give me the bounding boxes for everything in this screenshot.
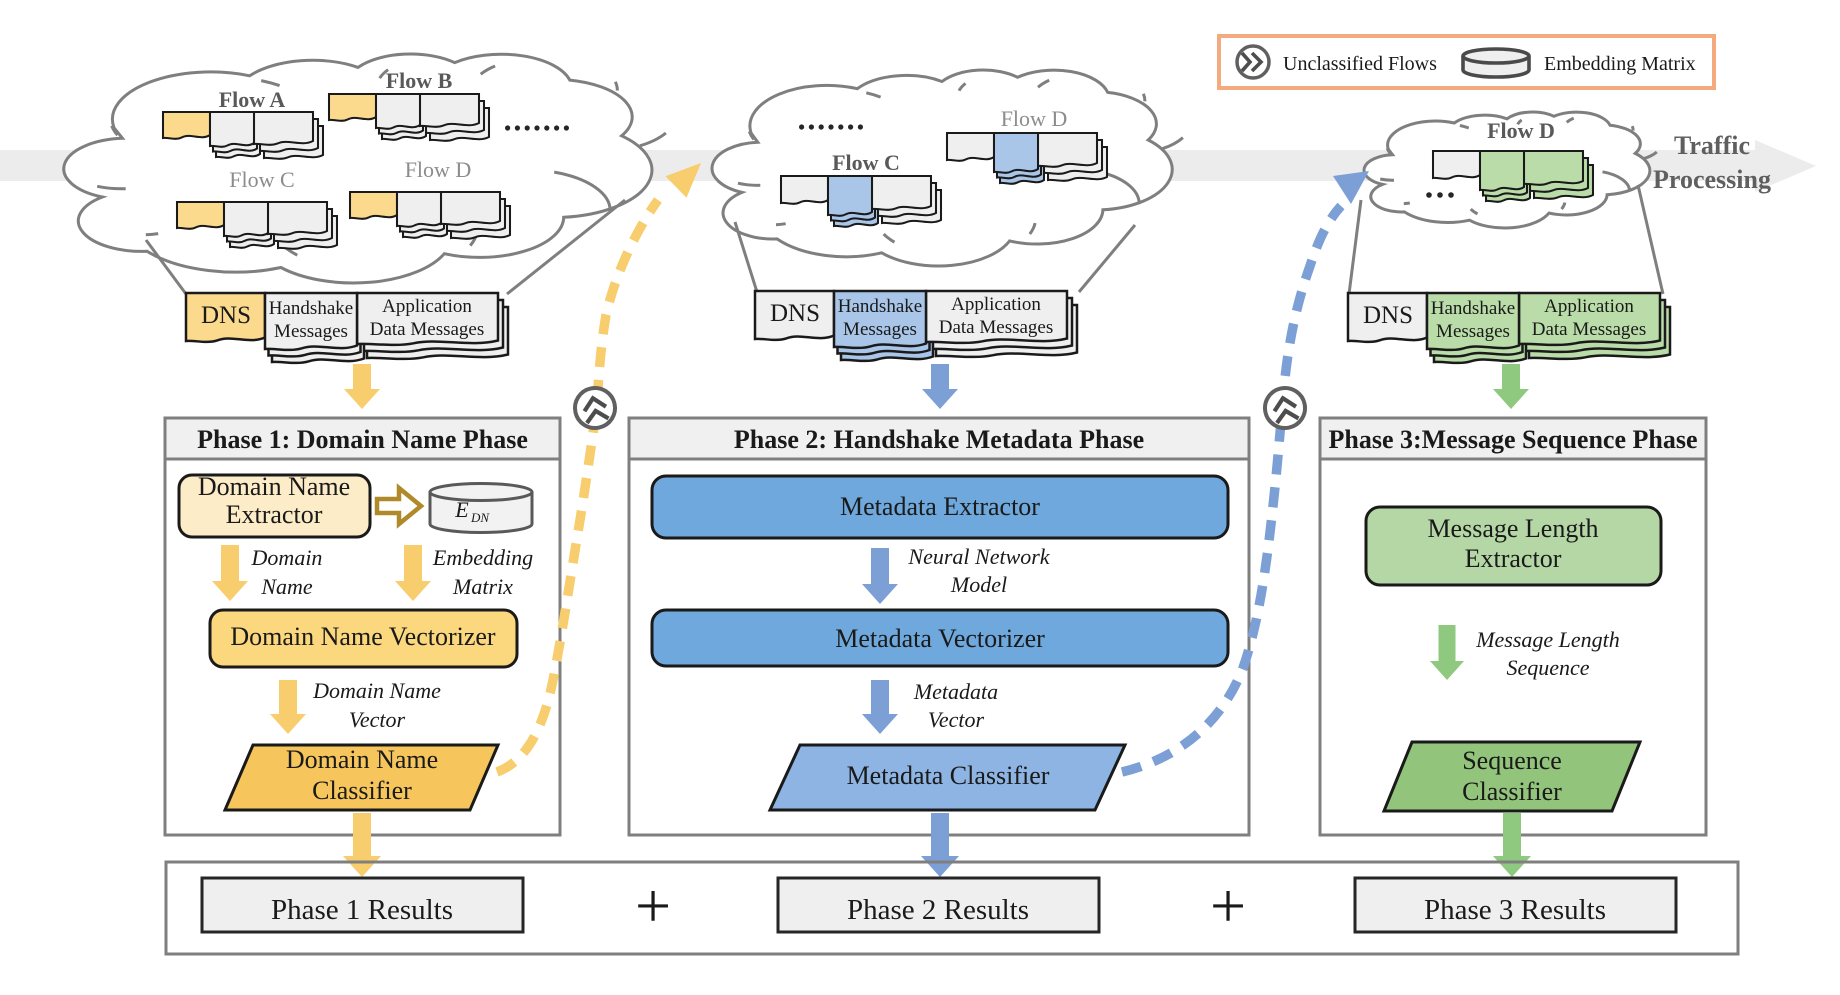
svg-text:Message Length: Message Length <box>1427 514 1598 543</box>
svg-text:Metadata Extractor: Metadata Extractor <box>840 492 1040 521</box>
svg-text:Name: Name <box>260 574 313 599</box>
svg-text:Phase 2 Results: Phase 2 Results <box>847 894 1029 926</box>
svg-text:Domain Name: Domain Name <box>198 472 350 501</box>
svg-text:Handshake: Handshake <box>269 298 353 319</box>
svg-text:Unclassified Flows: Unclassified Flows <box>1283 53 1437 75</box>
svg-text:Vector: Vector <box>349 707 406 732</box>
svg-text:Phase 1: Domain Name Phase: Phase 1: Domain Name Phase <box>197 425 528 454</box>
svg-text:Phase 1 Results: Phase 1 Results <box>271 894 453 926</box>
svg-text:Data Messages: Data Messages <box>370 319 485 340</box>
svg-text:Application: Application <box>382 296 472 317</box>
svg-text:Messages: Messages <box>843 319 917 340</box>
svg-text:Data Messages: Data Messages <box>1532 319 1647 340</box>
svg-text:Sequence: Sequence <box>1506 655 1589 680</box>
svg-text:Metadata Vectorizer: Metadata Vectorizer <box>835 624 1045 653</box>
svg-text:Phase 2: Handshake Metadata Ph: Phase 2: Handshake Metadata Phase <box>734 425 1144 454</box>
svg-text:Matrix: Matrix <box>452 574 513 599</box>
svg-text:Neural Network: Neural Network <box>907 544 1050 569</box>
svg-text:Flow B: Flow B <box>386 68 453 93</box>
svg-text:Embedding: Embedding <box>432 545 533 570</box>
svg-text:Domain Name: Domain Name <box>312 678 441 703</box>
svg-text:Flow D: Flow D <box>1487 118 1555 143</box>
svg-text:Application: Application <box>1544 296 1634 317</box>
svg-text:DNS: DNS <box>201 302 251 329</box>
svg-text:Classifier: Classifier <box>312 776 412 805</box>
svg-text:Application: Application <box>951 294 1041 315</box>
svg-text:Flow A: Flow A <box>219 87 286 112</box>
svg-text:Sequence: Sequence <box>1462 746 1562 775</box>
svg-text:Domain Name Vectorizer: Domain Name Vectorizer <box>230 622 496 651</box>
svg-text:Messages: Messages <box>274 321 348 342</box>
svg-text:Data Messages: Data Messages <box>939 317 1054 338</box>
svg-text:Messages: Messages <box>1436 321 1510 342</box>
svg-text:Classifier: Classifier <box>1462 777 1562 806</box>
svg-text:Flow C: Flow C <box>832 150 900 175</box>
svg-text:Message Length: Message Length <box>1475 627 1620 652</box>
svg-text:Flow D: Flow D <box>405 157 472 182</box>
svg-text:Vector: Vector <box>928 707 985 732</box>
svg-text:Processing: Processing <box>1653 165 1771 194</box>
svg-text:E: E <box>454 497 469 522</box>
svg-text:Domain: Domain <box>251 545 323 570</box>
svg-text:Handshake: Handshake <box>1431 298 1515 319</box>
svg-text:Handshake: Handshake <box>838 296 922 317</box>
svg-text:Model: Model <box>950 572 1007 597</box>
svg-text:Domain Name: Domain Name <box>286 745 438 774</box>
svg-text:Flow C: Flow C <box>229 167 294 192</box>
svg-text:Phase 3 Results: Phase 3 Results <box>1424 894 1606 926</box>
svg-text:Metadata: Metadata <box>913 679 998 704</box>
svg-text:DNS: DNS <box>1363 302 1413 329</box>
svg-text:+: + <box>635 870 671 941</box>
svg-text:Embedding Matrix: Embedding Matrix <box>1544 53 1696 75</box>
svg-text:DNS: DNS <box>770 300 820 327</box>
svg-text:DN: DN <box>470 510 490 525</box>
svg-text:Extractor: Extractor <box>226 500 323 529</box>
svg-text:Extractor: Extractor <box>1465 544 1562 573</box>
svg-text:Metadata Classifier: Metadata Classifier <box>847 761 1050 790</box>
svg-text:Traffic: Traffic <box>1674 131 1750 160</box>
svg-text:Flow D: Flow D <box>1001 106 1068 131</box>
svg-text:Phase 3:Message Sequence Phase: Phase 3:Message Sequence Phase <box>1328 425 1697 454</box>
svg-text:+: + <box>1210 870 1246 941</box>
